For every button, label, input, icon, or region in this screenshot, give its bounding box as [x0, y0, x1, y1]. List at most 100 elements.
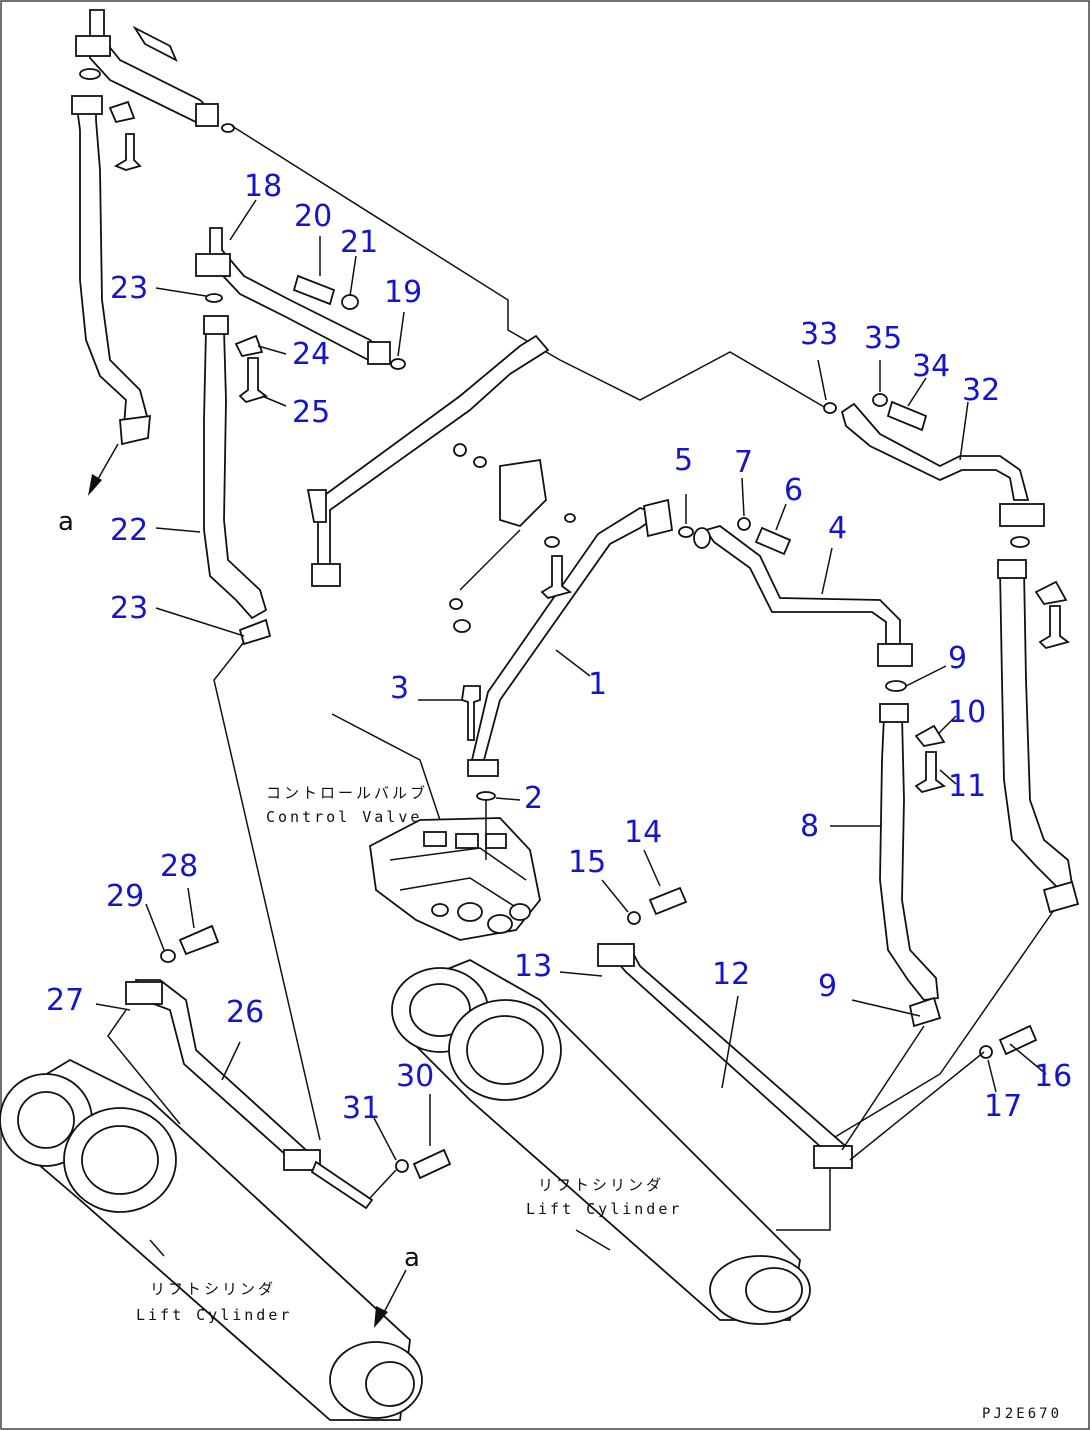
callout-21: 21: [340, 225, 378, 260]
callout-28: 28: [160, 849, 198, 884]
callout-5: 5: [674, 443, 693, 478]
bolt-20: [292, 274, 336, 306]
tube-18: [195, 227, 391, 366]
callout-27: 27: [46, 983, 84, 1018]
tube-4: [693, 525, 913, 667]
bolt-3: [461, 685, 481, 741]
callout-19: 19: [384, 275, 422, 310]
lift-cylinder-left: [0, 1058, 423, 1421]
o-ring-19: [390, 358, 406, 370]
callout-25: 25: [292, 395, 330, 430]
callout-33: 33: [800, 317, 838, 352]
callout-3: 3: [390, 671, 409, 706]
callout-11: 11: [948, 769, 986, 804]
connection-line-top: [231, 125, 827, 409]
bolt-30: [412, 1148, 452, 1180]
washer-21: [341, 294, 359, 310]
lift-cylinder-right-label-jp: リフトシリンダ: [538, 1176, 664, 1194]
control-valve-label-jp: コントロールバルブ: [266, 784, 428, 802]
ref-a-top-arrow: [88, 474, 102, 496]
tube-12: [597, 942, 853, 1169]
callout-12: 12: [712, 957, 750, 992]
control-valve-label-en: Control Valve: [266, 808, 422, 826]
ref-a-bottom-arrow: [374, 1306, 388, 1328]
callout-17: 17: [984, 1089, 1022, 1124]
control-valve-leader: [331, 713, 441, 821]
tube-1: [306, 334, 673, 777]
callout-4: 4: [828, 511, 847, 546]
lift-cylinder-right-label-en: Lift Cylinder: [526, 1200, 682, 1218]
drawing-code: PJ2E670: [982, 1406, 1062, 1422]
washer-17: [979, 1045, 993, 1059]
lift-cylinder-right-leader: [575, 1229, 611, 1251]
bolt-16: [998, 1024, 1038, 1056]
tube-32: [840, 402, 1045, 527]
bolt-25: [238, 357, 268, 404]
callout-34: 34: [912, 349, 950, 384]
clamp-10: [914, 724, 946, 747]
washer-7: [737, 517, 751, 531]
connection-line-left: [213, 641, 321, 1141]
callout-14: 14: [624, 815, 662, 850]
tube-26-line: [107, 1009, 181, 1125]
washer-31: [395, 1159, 409, 1173]
callout-26: 26: [226, 995, 264, 1030]
callout-29: 29: [106, 879, 144, 914]
tube-26: [125, 979, 374, 1210]
lift-cylinder-right: [391, 959, 811, 1325]
callout-22: 22: [110, 513, 148, 548]
bracket-leader: [459, 529, 521, 591]
top-left-hose: [71, 95, 151, 446]
hose-8: [879, 703, 942, 1028]
callout-9-top: 9: [948, 641, 967, 676]
o-ring-23-top: [205, 293, 223, 303]
callout-18: 18: [244, 169, 282, 204]
callout-8: 8: [800, 809, 819, 844]
bolt-6: [754, 526, 792, 556]
callout-numbers: 1 2 3 4 5 6 7 8 9 9 10 11 12 13 14 15 16…: [46, 169, 1072, 1126]
callout-6: 6: [784, 473, 803, 508]
washer-15: [627, 911, 641, 925]
callout-23-top: 23: [110, 271, 148, 306]
ref-a-top-label: a: [58, 507, 74, 537]
callout-10: 10: [948, 695, 986, 730]
washer-31-line: [369, 1169, 397, 1199]
callout-13: 13: [514, 949, 552, 984]
callout-15: 15: [568, 845, 606, 880]
right-hose: [997, 559, 1080, 914]
lift-cylinder-left-label-en: Lift Cylinder: [136, 1306, 292, 1324]
bolt-28: [178, 924, 220, 956]
ref-a-bottom-label: a: [404, 1243, 420, 1273]
clamp-24: [234, 334, 264, 358]
callout-9-bottom: 9: [818, 969, 837, 1004]
o-ring-5: [678, 526, 694, 538]
callout-32: 32: [962, 373, 1000, 408]
callout-20: 20: [294, 199, 332, 234]
callout-16: 16: [1034, 1059, 1072, 1094]
callout-35: 35: [864, 321, 902, 356]
o-ring-33: [823, 402, 837, 414]
hose-22: [203, 315, 272, 646]
callout-23-bottom: 23: [110, 591, 148, 626]
washer-35: [872, 393, 888, 407]
leader-lines: [95, 199, 1047, 1161]
hose-8-line: [841, 1025, 925, 1151]
callout-31: 31: [342, 1091, 380, 1126]
bolt-34: [886, 400, 928, 432]
callout-7: 7: [734, 445, 753, 480]
lift-cylinder-left-label-jp: リフトシリンダ: [150, 1280, 276, 1298]
bracket-assembly: [449, 443, 576, 633]
lift-cylinder-left-leader: [149, 1239, 165, 1257]
o-ring-2: [476, 791, 496, 801]
washer-17-line: [849, 1051, 985, 1161]
washer-29: [160, 949, 176, 963]
top-left-tube: [75, 9, 235, 133]
callout-24: 24: [292, 337, 330, 372]
bolt-14: [648, 886, 688, 916]
control-valve: [369, 817, 541, 941]
o-ring-right: [1010, 536, 1030, 548]
callout-2: 2: [524, 781, 543, 816]
